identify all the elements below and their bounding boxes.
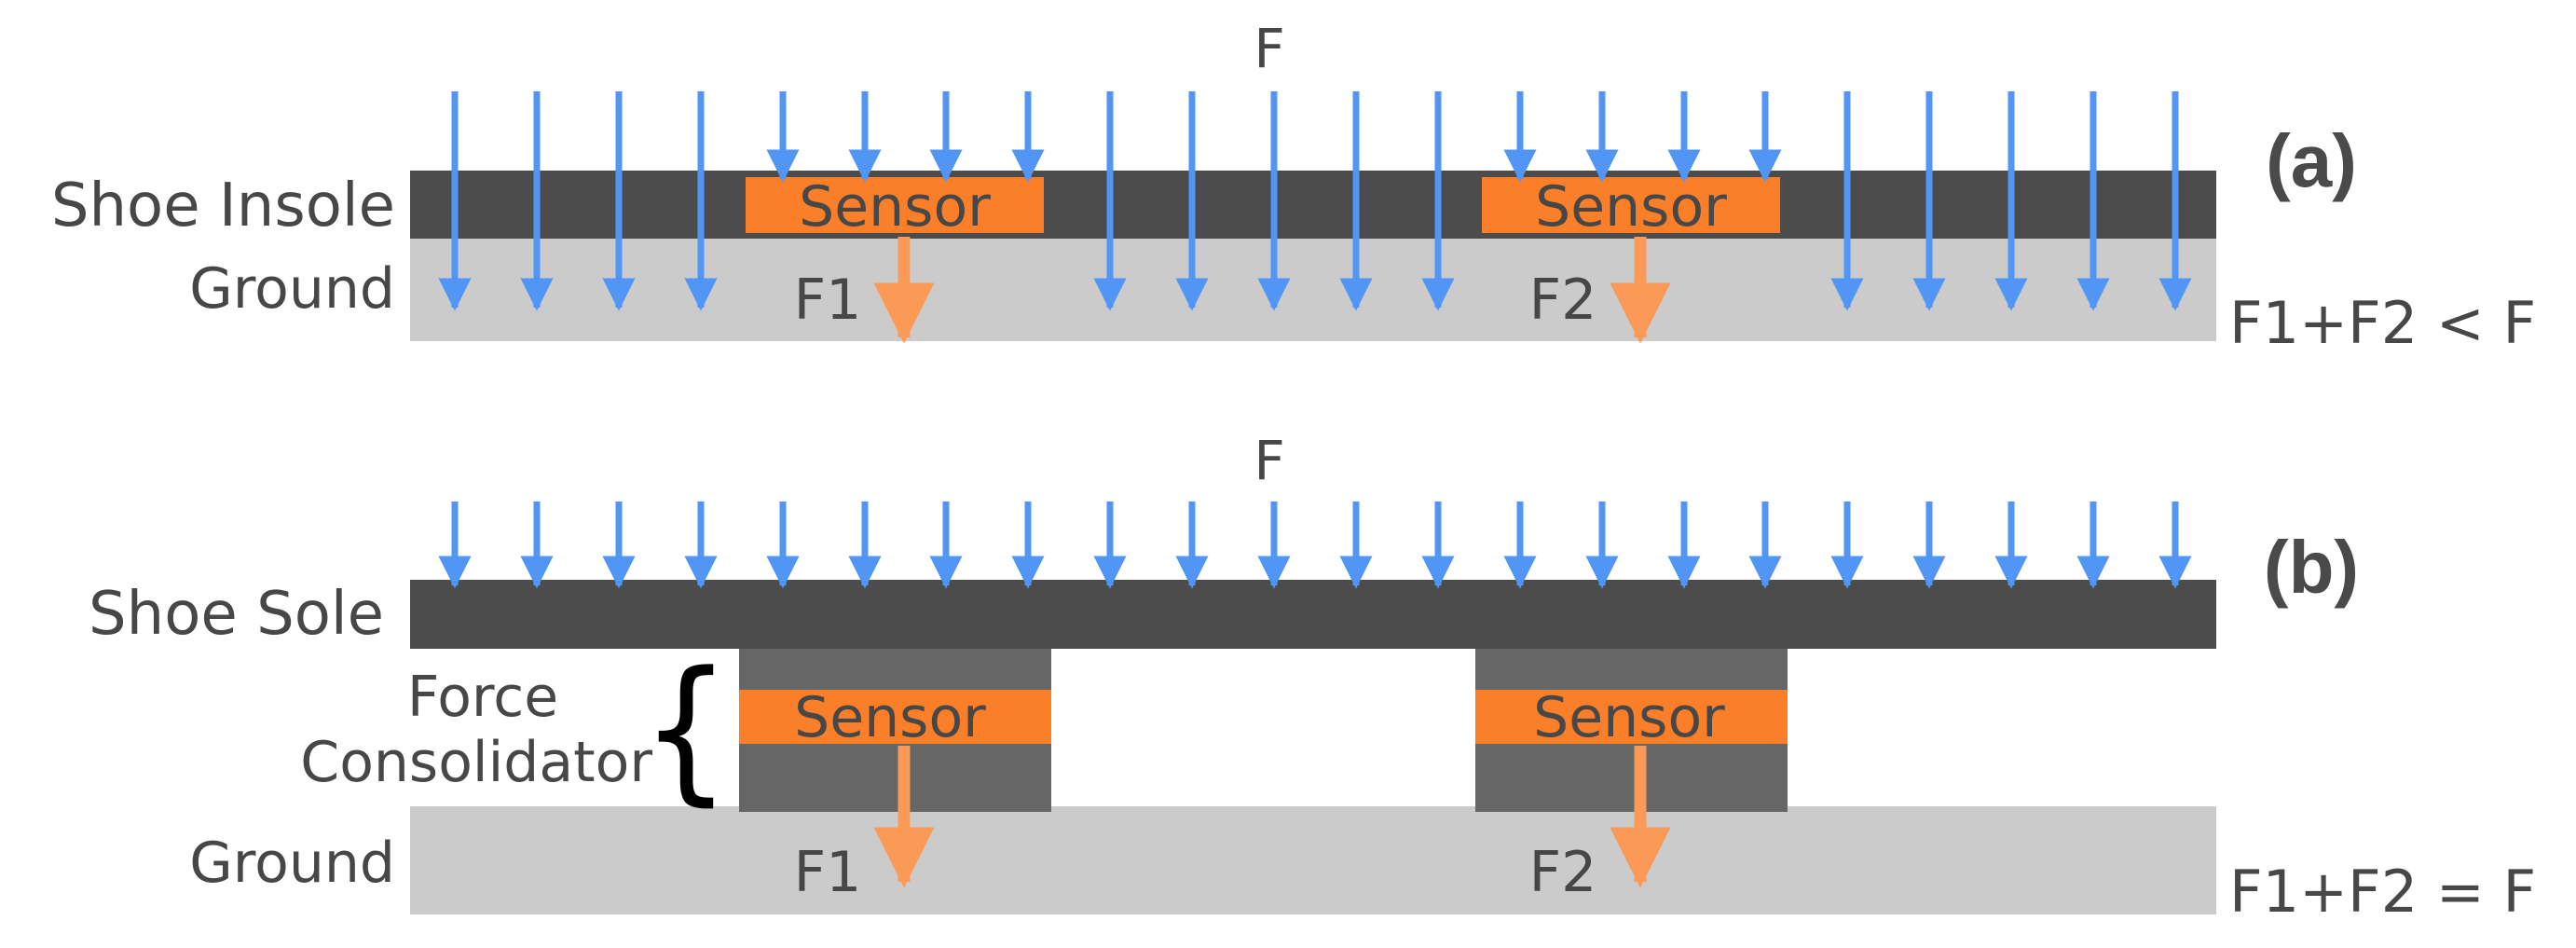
sensor-label-b-left: Sensor xyxy=(794,685,986,750)
f2-label-b: F2 xyxy=(1529,840,1597,905)
force-label-b: F xyxy=(1254,429,1284,492)
shoe-insole-label: Shoe Insole xyxy=(51,172,395,240)
f1-label-a: F1 xyxy=(794,268,862,333)
force-label-a: F xyxy=(1254,17,1284,80)
sensor-label-a-right: Sensor xyxy=(1535,174,1727,240)
sensor-a-left xyxy=(746,177,1044,233)
f1-label-b: F1 xyxy=(794,840,862,905)
panel-a: F Shoe Insole Ground Sensor Sensor F1 F2… xyxy=(51,17,2536,357)
sensor-a-right xyxy=(1482,177,1780,233)
shoe-insole-a xyxy=(410,171,2216,239)
sensor-label-a-left: Sensor xyxy=(799,174,991,240)
ground-b xyxy=(410,806,2216,914)
force-arrows-b xyxy=(438,501,2192,589)
equation-b: F1+F2 = F xyxy=(2229,858,2536,926)
ground-label-a: Ground xyxy=(189,256,395,322)
ground-label-b: Ground xyxy=(189,831,395,896)
consolidator-label-line2: Consolidator xyxy=(300,730,652,795)
ground-a xyxy=(410,239,2216,341)
shoe-sole-b xyxy=(410,580,2216,649)
consolidator-label-line1: Force xyxy=(407,665,558,730)
f2-label-a: F2 xyxy=(1529,268,1597,333)
sensor-label-b-right: Sensor xyxy=(1533,685,1725,750)
sensor-b-left xyxy=(739,690,1051,744)
panel-tag-a: (a) xyxy=(2266,119,2357,202)
panel-tag-b: (b) xyxy=(2264,526,2359,609)
sensor-b-right xyxy=(1475,690,1788,744)
panel-b: F Shoe Sole Force Consolidator { Ground … xyxy=(89,429,2536,926)
consolidator-brace: { xyxy=(641,638,731,820)
equation-a: F1+F2 < F xyxy=(2229,289,2536,357)
shoe-sole-label: Shoe Sole xyxy=(89,580,384,649)
force-arrows-a xyxy=(438,91,2192,311)
